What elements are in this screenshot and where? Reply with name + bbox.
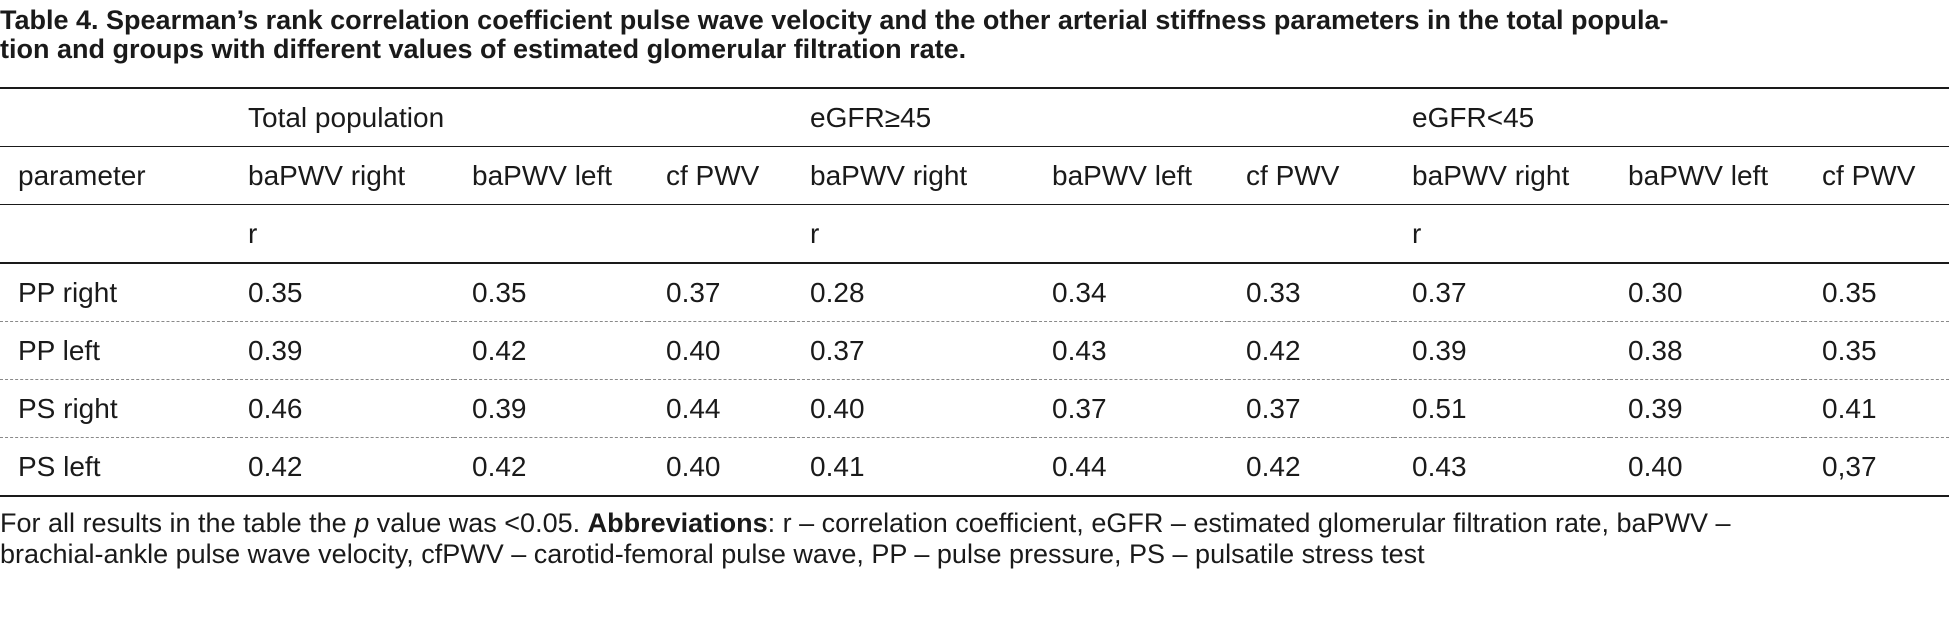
column-header: cf PWV: [1228, 146, 1395, 205]
unit-row: r r r: [0, 204, 1949, 264]
table-cell: 0.28: [792, 263, 1035, 322]
group-header-empty: [0, 87, 230, 147]
table-cell: 0.35: [1804, 263, 1949, 322]
table-cell: 0.41: [792, 437, 1035, 497]
p-value-symbol: p: [354, 508, 370, 538]
table-cell: 0.37: [1394, 263, 1611, 322]
table-cell: 0.40: [648, 437, 793, 497]
footnote-text: value was <0.05.: [369, 508, 588, 538]
column-header: baPWV right: [792, 146, 1035, 205]
caption-line-1: Table 4. Spearman’s rank correlation coe…: [0, 5, 1669, 35]
abbreviations-label: Abbreviations: [587, 508, 768, 538]
footnote-line-2: brachial-ankle pulse wave velocity, cfPW…: [0, 539, 1425, 569]
footnote-line-1: For all results in the table the p value…: [0, 508, 1949, 539]
table-cell: 0.42: [1228, 437, 1395, 497]
column-header: baPWV left: [1034, 146, 1229, 205]
table-caption: Table 4. Spearman’s rank correlation coe…: [0, 6, 1949, 64]
table-footnote: For all results in the table the p value…: [0, 508, 1949, 570]
table-cell: 0.37: [792, 321, 1035, 380]
table-cell: 0.42: [1228, 321, 1395, 380]
table-cell: 0.40: [648, 321, 793, 380]
column-header: cf PWV: [648, 146, 793, 205]
table-cell: 0.46: [230, 379, 454, 438]
row-label: PS left: [0, 437, 230, 497]
group-header-row: Total population eGFR≥45 eGFR<45: [0, 87, 1949, 147]
table-row: PP right 0.35 0.35 0.37 0.28 0.34 0.33 0…: [0, 263, 1949, 322]
table-cell: 0.41: [1804, 379, 1949, 438]
row-label: PP right: [0, 263, 230, 322]
table-cell: 0.39: [454, 379, 648, 438]
table-cell: 0.37: [648, 263, 793, 322]
table-cell: 0.42: [454, 321, 648, 380]
table-cell: 0.43: [1394, 437, 1611, 497]
column-header: baPWV left: [454, 146, 648, 205]
column-header-row: parameter baPWV right baPWV left cf PWV …: [0, 146, 1949, 205]
table-cell: 0,37: [1804, 437, 1949, 497]
table-cell: 0.35: [230, 263, 454, 322]
table-cell: 0.35: [454, 263, 648, 322]
table-cell: 0.37: [1034, 379, 1229, 438]
table-cell: 0.51: [1394, 379, 1611, 438]
column-header: baPWV right: [1394, 146, 1611, 205]
unit-label: r: [792, 204, 1395, 264]
table-cell: 0.35: [1804, 321, 1949, 380]
table-cell: 0.39: [1394, 321, 1611, 380]
table-cell: 0.39: [1610, 379, 1805, 438]
table-cell: 0.40: [792, 379, 1035, 438]
group-header-egfr-lt-45: eGFR<45: [1394, 87, 1949, 147]
table-cell: 0.42: [454, 437, 648, 497]
column-header-parameter: parameter: [0, 146, 230, 205]
footnote-text: : r – correlation coefficient, eGFR – es…: [767, 508, 1731, 538]
column-header: cf PWV: [1804, 146, 1949, 205]
table-cell: 0.34: [1034, 263, 1229, 322]
group-header-egfr-ge-45: eGFR≥45: [792, 87, 1395, 147]
table-cell: 0.39: [230, 321, 454, 380]
group-header-total-population: Total population: [230, 87, 793, 147]
row-label: PP left: [0, 321, 230, 380]
table-cell: 0.44: [1034, 437, 1229, 497]
unit-label: r: [230, 204, 793, 264]
correlation-table: Total population eGFR≥45 eGFR<45 paramet…: [0, 87, 1949, 497]
table-cell: 0.42: [230, 437, 454, 497]
table-row: PS right 0.46 0.39 0.44 0.40 0.37 0.37 0…: [0, 379, 1949, 438]
unit-cell-empty: [0, 204, 230, 264]
table-cell: 0.37: [1228, 379, 1395, 438]
footnote-text: For all results in the table the: [0, 508, 355, 538]
table-row: PS left 0.42 0.42 0.40 0.41 0.44 0.42 0.…: [0, 437, 1949, 497]
table-cell: 0.44: [648, 379, 793, 438]
row-label: PS right: [0, 379, 230, 438]
column-header: baPWV right: [230, 146, 454, 205]
column-header: baPWV left: [1610, 146, 1805, 205]
table-cell: 0.40: [1610, 437, 1805, 497]
table-cell: 0.38: [1610, 321, 1805, 380]
caption-line-2: tion and groups with different values of…: [0, 34, 967, 64]
table-cell: 0.43: [1034, 321, 1229, 380]
table-cell: 0.30: [1610, 263, 1805, 322]
unit-label: r: [1394, 204, 1949, 264]
table-row: PP left 0.39 0.42 0.40 0.37 0.43 0.42 0.…: [0, 321, 1949, 380]
table-cell: 0.33: [1228, 263, 1395, 322]
